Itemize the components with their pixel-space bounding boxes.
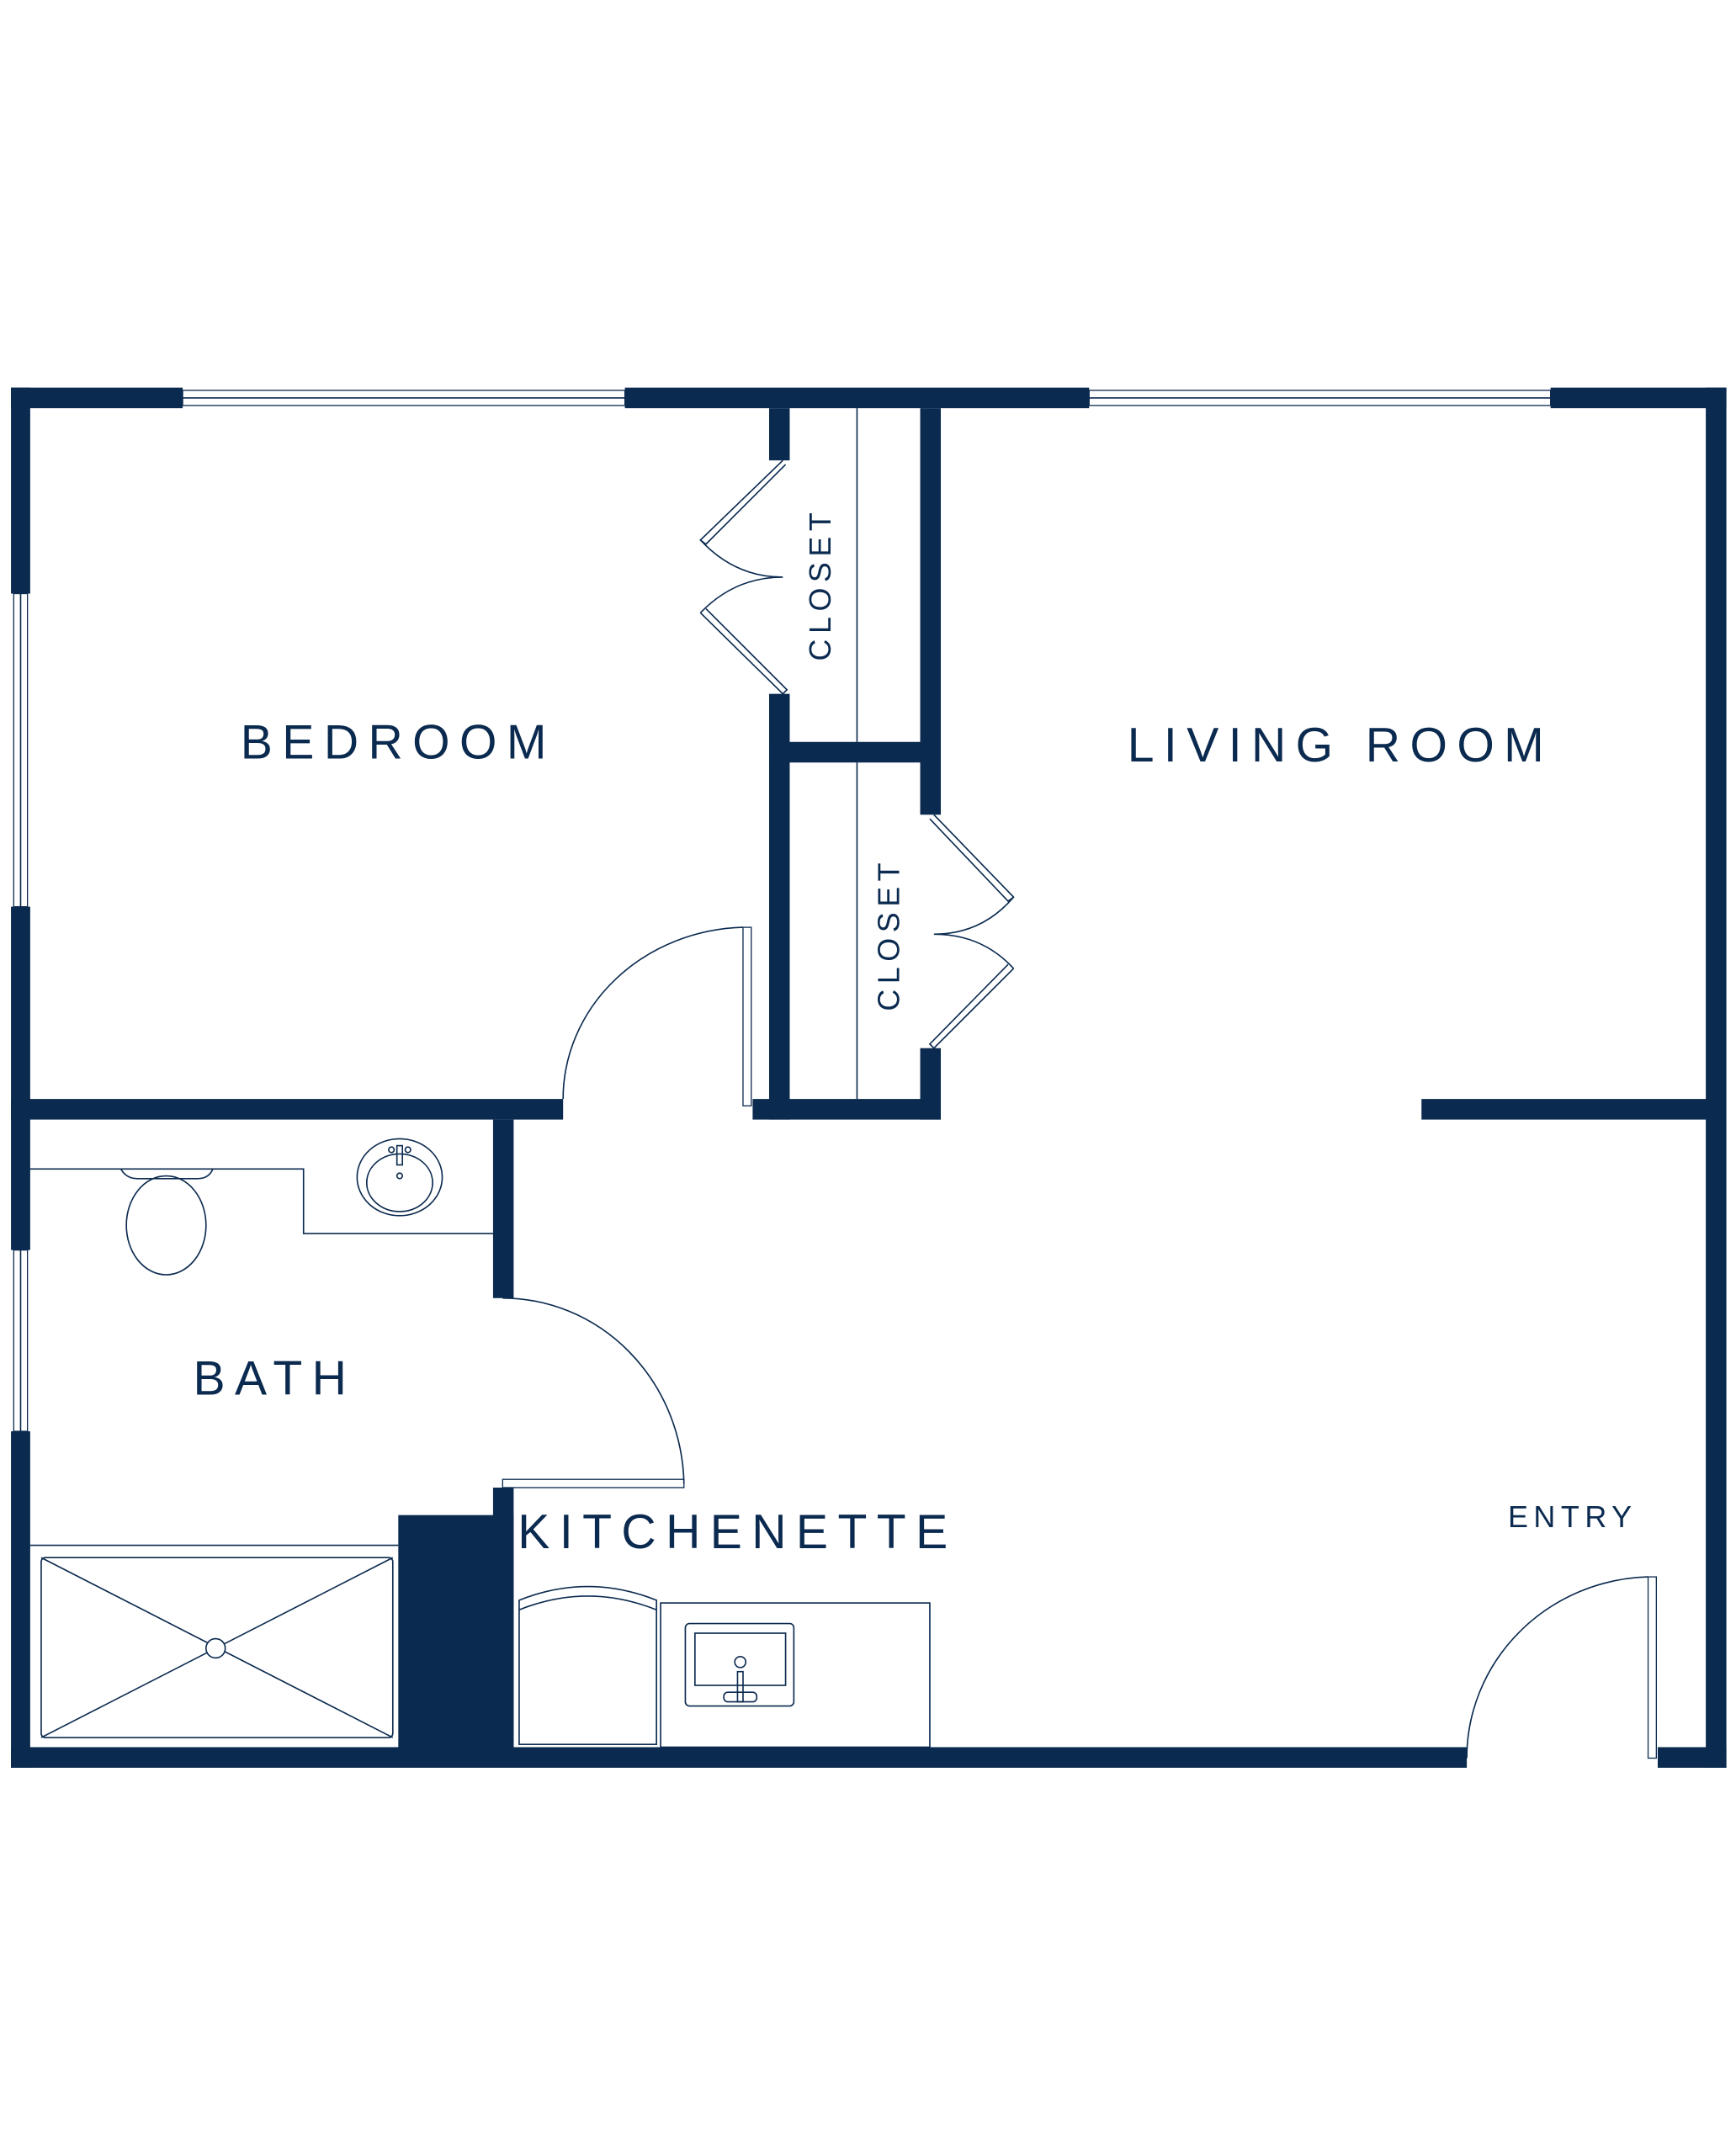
label-bath: BATH — [194, 1351, 357, 1405]
label-closet-1: CLOSET — [804, 507, 837, 661]
kitchen-sink-icon — [684, 1622, 795, 1707]
bath-sink-icon — [356, 1138, 443, 1217]
kitchen-fixtures — [518, 1585, 931, 1748]
shower-icon — [29, 1544, 399, 1738]
exterior-walls — [11, 387, 1727, 1768]
closet-2-bifold-door — [928, 814, 1015, 1049]
toilet-icon — [119, 1168, 214, 1276]
label-closet-2: CLOSET — [873, 857, 906, 1011]
bedroom-door — [562, 926, 752, 1106]
closet-1-bifold-door — [699, 459, 788, 695]
bath-door — [502, 1297, 685, 1488]
label-living-room: LIVING ROOM — [1128, 719, 1553, 772]
entry-door — [1466, 1576, 1657, 1759]
bath-fixtures — [29, 1138, 493, 1738]
label-bedroom: BEDROOM — [241, 716, 556, 770]
label-kitchenette: KITCHENETTE — [518, 1505, 957, 1559]
interior-walls — [11, 408, 1717, 1749]
windows — [13, 390, 1552, 1432]
doors — [502, 459, 1657, 1759]
counter — [660, 1602, 931, 1748]
room-labels: BEDROOM LIVING ROOM CLOSET CLOSET BATH K… — [194, 507, 1638, 1560]
range-icon — [518, 1585, 657, 1746]
label-entry: ENTRY — [1508, 1500, 1638, 1534]
